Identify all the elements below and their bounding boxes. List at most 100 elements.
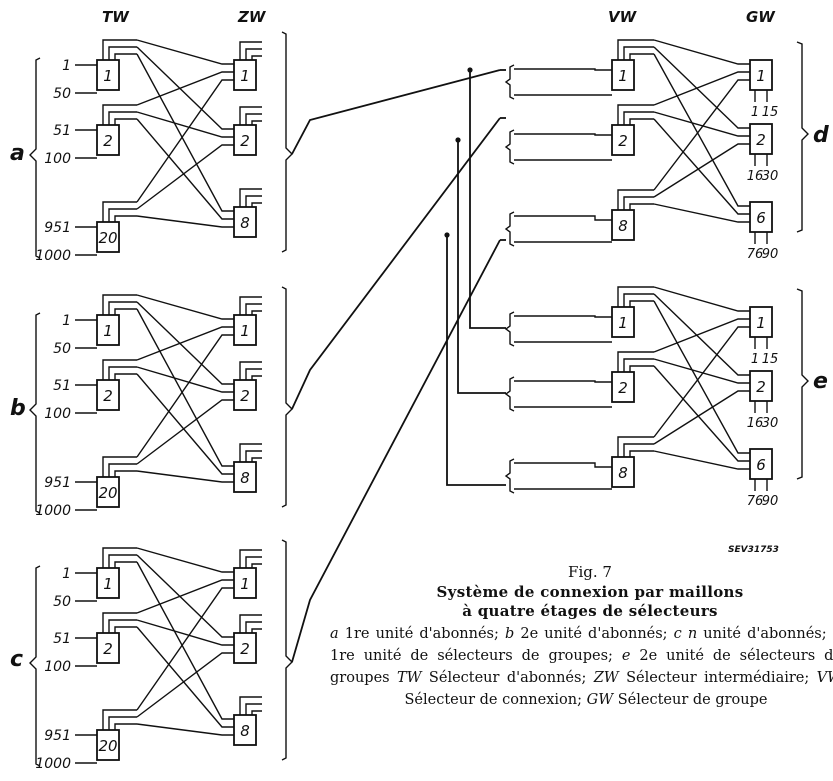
subscriber-number-u1_start: 1 <box>62 566 71 582</box>
vw-outlet <box>623 358 654 372</box>
connection-selector-1-label: 1 <box>618 67 628 85</box>
legend-text-a: 1re unité d'abonnés; <box>338 626 505 642</box>
group-selector-6 <box>749 201 773 233</box>
tw-zw-link <box>136 554 234 638</box>
vw-outlet <box>623 196 654 210</box>
legend-text-zw: Sélecteur intermédiaire; <box>618 670 817 686</box>
subscriber-selector-20 <box>96 221 120 253</box>
subscriber-selector-2 <box>96 632 120 664</box>
group-output-number-g1_right: 15 <box>762 352 779 367</box>
tw-zw-link <box>136 39 234 65</box>
vw-outlet <box>623 111 654 125</box>
zw-outlet <box>239 549 262 568</box>
group-brace-b <box>29 312 41 514</box>
group-letter-c: c <box>10 647 23 672</box>
tw-zw-link <box>136 118 234 220</box>
group-selector-1-label: 1 <box>756 67 766 85</box>
subscriber-selector-20 <box>96 476 120 508</box>
tw-outlet <box>114 470 137 477</box>
subscriber-selector-2-label: 2 <box>103 640 113 658</box>
zw-outlet <box>239 361 262 380</box>
subscriber-selector-2-label: 2 <box>103 132 113 150</box>
group-selector-2-label: 2 <box>756 378 766 396</box>
subscriber-number-u2_end: 100 <box>44 151 71 167</box>
legend-text-e: 2e unité de sélecteurs de groupes <box>330 648 833 686</box>
vw-outlet <box>617 104 654 125</box>
zw-outlet <box>251 563 262 568</box>
subscriber-selector-2 <box>96 124 120 156</box>
tw-outlet <box>108 554 137 568</box>
vw-gw-link <box>653 358 750 384</box>
tw-zw-link <box>136 619 234 646</box>
intermediate-selector-2-label: 2 <box>240 640 250 658</box>
tw-outlet <box>114 53 137 60</box>
tw-zw-link <box>136 334 234 458</box>
connection-selector-2 <box>611 124 635 156</box>
subscriber-selector-20-label: 20 <box>98 484 117 502</box>
caption-figure-number: Fig. 7 <box>568 563 612 581</box>
legend-key-zw: ZW <box>593 670 619 686</box>
vw-gw-link <box>653 71 750 106</box>
vw-outlet <box>629 203 654 210</box>
group-selector-1-label: 1 <box>756 314 766 332</box>
legend-text-tw: Sélecteur d'abonnés; <box>421 670 594 686</box>
subscriber-selector-2 <box>96 379 120 411</box>
group-output-number-g1_left: 1 <box>751 352 759 367</box>
subscriber-number-u20_end: 1000 <box>35 248 71 264</box>
intermediate-selector-2-label: 2 <box>240 387 250 405</box>
zw-outlet <box>251 628 262 633</box>
tw-zw-link <box>136 111 234 138</box>
subscriber-number-u1_end: 50 <box>53 86 71 102</box>
subscriber-groups: 1505110095110001220128150511009511000122… <box>29 31 293 772</box>
branch-b <box>457 140 506 394</box>
subscriber-selector-1-label: 1 <box>103 575 113 593</box>
zw-outlet <box>245 303 262 315</box>
tw-zw-link <box>136 326 234 361</box>
intermediate-selector-1-label: 1 <box>240 67 250 85</box>
intermediate-selector-2 <box>233 124 257 156</box>
intermediate-selector-1 <box>233 59 257 91</box>
subscriber-number-u20_start: 951 <box>44 475 71 491</box>
group-output-number-g6_right: 90 <box>762 247 779 262</box>
header-zw: ZW <box>237 8 267 26</box>
vw-inlet <box>514 215 612 221</box>
reference-code: SEV31753 <box>728 545 779 555</box>
intermediate-selector-8-label: 8 <box>240 469 250 487</box>
connection-selector-8 <box>611 456 635 488</box>
subscriber-selector-20-label: 20 <box>98 737 117 755</box>
connection-selector-1-label: 1 <box>618 314 628 332</box>
gw-bracket-e <box>796 288 809 480</box>
caption-title-line-2: à quatre étages de sélecteurs <box>462 602 718 620</box>
legend-key-c: c n <box>673 626 698 642</box>
connection-selector-2-label: 2 <box>618 379 628 397</box>
link-group-b <box>291 117 501 410</box>
zw-outlet <box>239 106 262 125</box>
header-tw: TW <box>102 8 130 26</box>
intermediate-selector-8-label: 8 <box>240 722 250 740</box>
group-selector-1 <box>749 306 773 338</box>
tw-zw-link <box>136 723 234 736</box>
zw-outlet <box>245 48 262 60</box>
group-selector-2 <box>749 123 773 155</box>
group-letter-e: e <box>813 369 828 394</box>
subscriber-number-u20_start: 951 <box>44 728 71 744</box>
zw-outlet <box>245 703 262 715</box>
group-selector-2-label: 2 <box>756 131 766 149</box>
tw-outlet <box>108 46 137 60</box>
zw-outlet <box>239 41 262 60</box>
tw-outlet <box>102 201 137 222</box>
tw-zw-link <box>136 470 234 483</box>
subscriber-number-u2_start: 51 <box>53 378 71 394</box>
group-output-number-g6_right: 90 <box>762 494 779 509</box>
subscriber-selector-1-label: 1 <box>103 322 113 340</box>
branch-a <box>469 70 506 329</box>
intermediate-selector-8-label: 8 <box>240 214 250 232</box>
vw-input-brace <box>504 311 515 347</box>
vw-input-brace <box>504 64 515 100</box>
group-output-number-g1_left: 1 <box>751 105 759 120</box>
gw-bracket-d <box>796 41 809 233</box>
vw-gw-link <box>653 286 750 312</box>
